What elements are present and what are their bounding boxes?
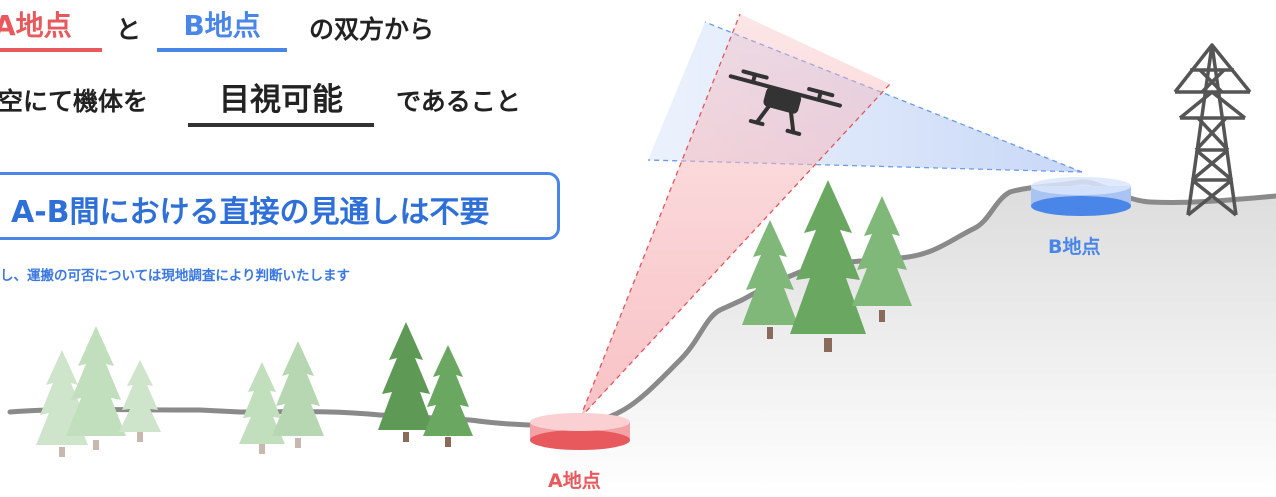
callout-note: し、運搬の可否については現地調査により判断いたします xyxy=(0,268,351,284)
tree-icon xyxy=(239,362,285,454)
drone-icon xyxy=(728,69,842,136)
transmission-tower-icon xyxy=(1173,43,1252,217)
chip-point-a: A地点 xyxy=(0,4,102,52)
tree-group-dark xyxy=(378,322,473,447)
tree-icon xyxy=(742,220,798,339)
tree-group-hill xyxy=(742,180,912,352)
tree-icon xyxy=(790,180,866,352)
heading-suffix-1: の双方から xyxy=(309,15,435,44)
point-a-label: A地点 xyxy=(548,470,601,492)
heading-prefix-2: 空にて機体を xyxy=(0,87,149,116)
callout-text: A-B間における直接の見通しは不要 xyxy=(11,195,490,230)
callout-box: A-B間における直接の見通しは不要 xyxy=(0,172,560,240)
heading-suffix-2: であること xyxy=(396,87,521,116)
hill-area xyxy=(560,181,1276,497)
tree-icon xyxy=(852,196,912,322)
tree-group-light xyxy=(36,326,324,457)
point-a-marker xyxy=(530,413,630,450)
point-b-label: B地点 xyxy=(1048,236,1101,258)
tree-icon xyxy=(423,345,473,447)
chip-point-b: B地点 xyxy=(157,4,287,52)
tree-icon xyxy=(66,326,126,450)
point-b-marker xyxy=(1031,177,1131,216)
heading-connector: と xyxy=(116,15,142,44)
tree-icon xyxy=(378,322,434,442)
tree-icon xyxy=(119,360,161,442)
chip-visibility: 目視可能 xyxy=(188,74,374,127)
tree-icon xyxy=(272,341,324,448)
sight-beam-a xyxy=(580,14,890,418)
